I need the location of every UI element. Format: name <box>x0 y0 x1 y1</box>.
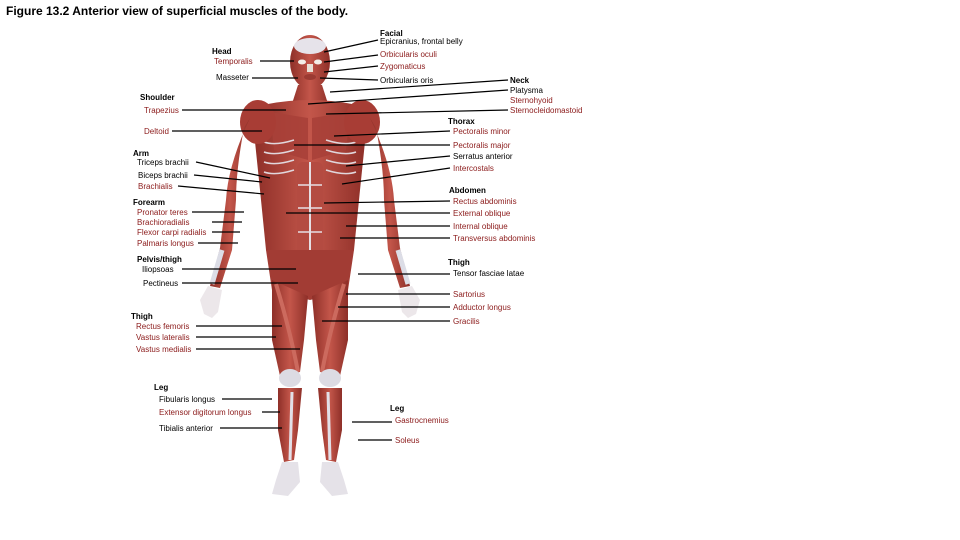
label-transversus-abdominis: Transversus abdominis <box>453 234 536 243</box>
label-gracilis: Gracilis <box>453 317 480 326</box>
label-trapezius: Trapezius <box>144 106 179 115</box>
tibia-right <box>326 391 332 461</box>
label-pectoralis-major: Pectoralis major <box>453 141 511 150</box>
label-neck-group: Neck <box>510 76 530 85</box>
label-palmaris-longus: Palmaris longus <box>137 239 194 248</box>
label-thigh-group-right: Thigh <box>448 258 470 267</box>
label-masseter: Masseter <box>216 73 249 82</box>
label-gastrocnemius: Gastrocnemius <box>395 416 449 425</box>
hand-left <box>200 286 222 318</box>
label-rectus-abdominis: Rectus abdominis <box>453 197 517 206</box>
label-pelvis-group: Pelvis/thigh <box>137 255 182 264</box>
label-facial-group: Facial <box>380 29 403 38</box>
label-pectineus: Pectineus <box>143 279 179 288</box>
foot-right <box>320 462 348 496</box>
label-temporalis: Temporalis <box>214 57 253 66</box>
label-leg-group-left: Leg <box>154 383 169 392</box>
label-sartorius: Sartorius <box>453 290 486 299</box>
label-forearm-group: Forearm <box>133 198 166 207</box>
label-iliopsoas: Iliopsoas <box>142 265 174 274</box>
knee-left <box>279 369 301 387</box>
label-intercostals: Intercostals <box>453 164 494 173</box>
figure-title: Figure 13.2 Anterior view of superficial… <box>6 4 349 18</box>
label-brachialis: Brachialis <box>138 182 173 191</box>
label-head-group: Head <box>212 47 232 56</box>
foot-left <box>272 462 300 496</box>
label-thorax-group: Thorax <box>448 117 475 126</box>
head <box>290 35 330 89</box>
ribs-left <box>263 139 295 175</box>
label-brachioradialis: Brachioradialis <box>137 218 190 227</box>
label-sternocleidomastoid: Sternocleidomastoid <box>510 106 583 115</box>
pectoral-right <box>312 112 350 160</box>
tibia-left <box>288 391 294 461</box>
label-biceps-brachii: Biceps brachii <box>138 171 188 180</box>
label-flexor-carpi-radialis: Flexor carpi radialis <box>137 228 207 237</box>
pectoral-left <box>270 112 308 160</box>
label-leg-group-right: Leg <box>390 404 405 413</box>
label-triceps-brachii: Triceps brachii <box>137 158 189 167</box>
label-orbicularis-oculi: Orbicularis oculi <box>380 50 437 59</box>
label-soleus: Soleus <box>395 436 420 445</box>
label-tensor-fasciae-latae: Tensor fasciae latae <box>453 269 525 278</box>
deltoid-left-shape <box>240 100 276 144</box>
label-internal-oblique: Internal oblique <box>453 222 508 231</box>
label-deltoid: Deltoid <box>144 127 169 136</box>
label-platysma: Platysma <box>510 86 543 95</box>
label-arm-group: Arm <box>133 149 150 158</box>
label-vastus-lateralis: Vastus lateralis <box>136 333 190 342</box>
label-sternohyoid: Sternohyoid <box>510 96 553 105</box>
label-external-oblique: External oblique <box>453 209 511 218</box>
label-thigh-group-left: Thigh <box>131 312 153 321</box>
label-adductor-longus: Adductor longus <box>453 303 511 312</box>
forearm-tendon-left <box>209 249 225 285</box>
arm-right <box>370 118 410 288</box>
label-extensor-digitorum-longus: Extensor digitorum longus <box>159 408 252 417</box>
forearm-tendon-right <box>395 249 411 285</box>
label-pectoralis-minor: Pectoralis minor <box>453 127 511 136</box>
label-pronator-teres: Pronator teres <box>137 208 188 217</box>
label-tibialis-anterior: Tibialis anterior <box>159 424 213 433</box>
label-vastus-medialis: Vastus medialis <box>136 345 192 354</box>
label-orbicularis-oris: Orbicularis oris <box>380 76 434 85</box>
label-shoulder-group: Shoulder <box>140 93 175 102</box>
knee-right <box>319 369 341 387</box>
sartorius-right-shape <box>320 283 346 373</box>
label-epicranius: Epicranius, frontal belly <box>380 37 463 46</box>
label-zygomaticus: Zygomaticus <box>380 62 426 71</box>
label-fibularis-longus: Fibularis longus <box>159 395 216 404</box>
sartorius-left-shape <box>274 283 300 373</box>
arm-left <box>210 118 250 288</box>
label-serratus-anterior: Serratus anterior <box>453 152 513 161</box>
label-abdomen-group: Abdomen <box>449 186 486 195</box>
ribs-right <box>325 139 357 175</box>
deltoid-right-shape <box>344 100 380 144</box>
label-rectus-femoris: Rectus femoris <box>136 322 190 331</box>
